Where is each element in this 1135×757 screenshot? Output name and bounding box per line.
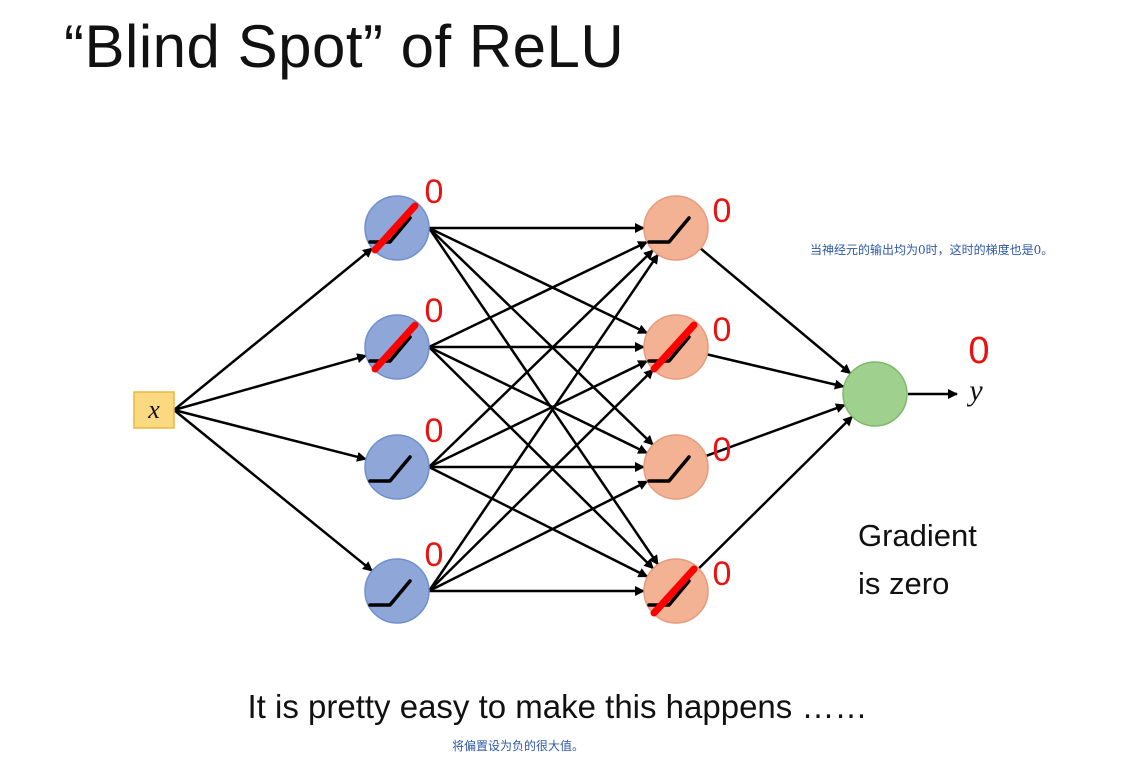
l2-neuron-2-zero-value: 0	[713, 311, 732, 349]
slide-title: “Blind Spot” of ReLU	[64, 13, 625, 80]
edge-l1-1-to-l2-3	[428, 227, 654, 446]
edge-l1-4-to-l2-3	[428, 480, 649, 593]
edge-input-to-l1-4	[173, 409, 373, 572]
edge-l1-2-to-l2-1	[428, 240, 649, 349]
l1-neuron-1-cross-mark	[371, 202, 419, 254]
l1-neuron-4-zero-value: 0	[425, 536, 444, 574]
l1-neuron-4-relu-icon	[368, 579, 412, 607]
l1-neuron-2-zero-value: 0	[425, 292, 444, 330]
edge-l1-4-to-l2-1	[427, 253, 660, 592]
edge-l1-1-to-l2-4	[427, 227, 660, 566]
edge-input-to-l1-2	[173, 353, 368, 412]
l1-neuron-4-circle	[364, 558, 430, 624]
edge-l1-4-to-l2-2	[428, 368, 655, 592]
hidden-layer-2: 0 0 0 0	[643, 192, 732, 624]
l2-neuron-2-relu-icon	[647, 335, 691, 363]
edge-input-to-l1-1	[173, 247, 373, 411]
edge-l2-2-to-output	[706, 353, 845, 390]
l1-neuron-2: 0	[364, 292, 444, 380]
hidden-layer-1: 0 0 0 0	[364, 173, 444, 624]
l2-neuron-4-cross-mark	[650, 565, 698, 617]
l2-neuron-1-zero-value: 0	[713, 192, 732, 230]
input-label: x	[147, 395, 160, 424]
l2-neuron-3-relu-icon	[647, 455, 691, 483]
gradient-is-zero-text: Gradient is zero	[858, 512, 1058, 608]
l1-neuron-4: 0	[364, 536, 444, 624]
l1-neuron-1-relu-icon	[368, 216, 412, 244]
l2-neuron-4: 0	[643, 555, 732, 624]
l1-neuron-1: 0	[364, 173, 444, 261]
l2-neuron-3-zero-value: 0	[713, 431, 732, 469]
output-label: y	[966, 374, 983, 407]
l1-neuron-2-cross-mark	[371, 321, 419, 373]
connection-edges	[173, 223, 854, 596]
edge-l2-3-to-output	[705, 403, 846, 458]
gradient-text-line1: Gradient	[858, 518, 977, 553]
output-neuron	[842, 361, 908, 427]
l1-neuron-2-relu-icon	[368, 335, 412, 363]
edge-l1-2-to-l2-4	[428, 346, 655, 570]
l2-neuron-2-cross-mark	[650, 321, 698, 373]
l1-neuron-3-zero-value: 0	[425, 412, 444, 450]
annotation-note-top: 当神经元的输出均为0时，这时的梯度也是0。	[810, 243, 1054, 257]
edge-l1-3-to-l2-2	[428, 359, 649, 469]
edge-l2-1-to-output	[699, 247, 852, 375]
edge-l1-3-to-l2-1	[428, 249, 654, 468]
l2-neuron-1-circle	[643, 195, 709, 261]
edge-l1-3-to-l2-4	[428, 465, 649, 578]
l2-neuron-1: 0	[643, 192, 732, 261]
l2-neuron-3: 0	[643, 431, 732, 500]
l2-neuron-4-zero-value: 0	[713, 555, 732, 593]
edge-l2-4-to-output	[697, 415, 854, 570]
l1-neuron-3-relu-icon	[368, 455, 412, 483]
annotation-note-bottom: 将偏置设为负的很大值。	[452, 739, 585, 753]
gradient-text-line2: is zero	[858, 566, 950, 601]
l1-neuron-3: 0	[364, 412, 444, 500]
output-zero-value: 0	[968, 330, 989, 372]
caption-text: It is pretty easy to make this happens ……	[247, 688, 868, 725]
l2-neuron-3-circle	[643, 434, 709, 500]
l1-neuron-3-circle	[364, 434, 430, 500]
l2-neuron-1-relu-icon	[647, 216, 691, 244]
l2-neuron-4-relu-icon	[647, 579, 691, 607]
edge-l1-2-to-l2-3	[428, 345, 649, 455]
caption: It is pretty easy to make this happens ……	[0, 688, 1135, 726]
edge-input-to-l1-3	[173, 408, 367, 462]
l2-neuron-2: 0	[643, 311, 732, 380]
input-box	[133, 391, 175, 429]
l1-neuron-1-zero-value: 0	[425, 173, 444, 211]
edge-l1-1-to-l2-2	[428, 226, 649, 335]
